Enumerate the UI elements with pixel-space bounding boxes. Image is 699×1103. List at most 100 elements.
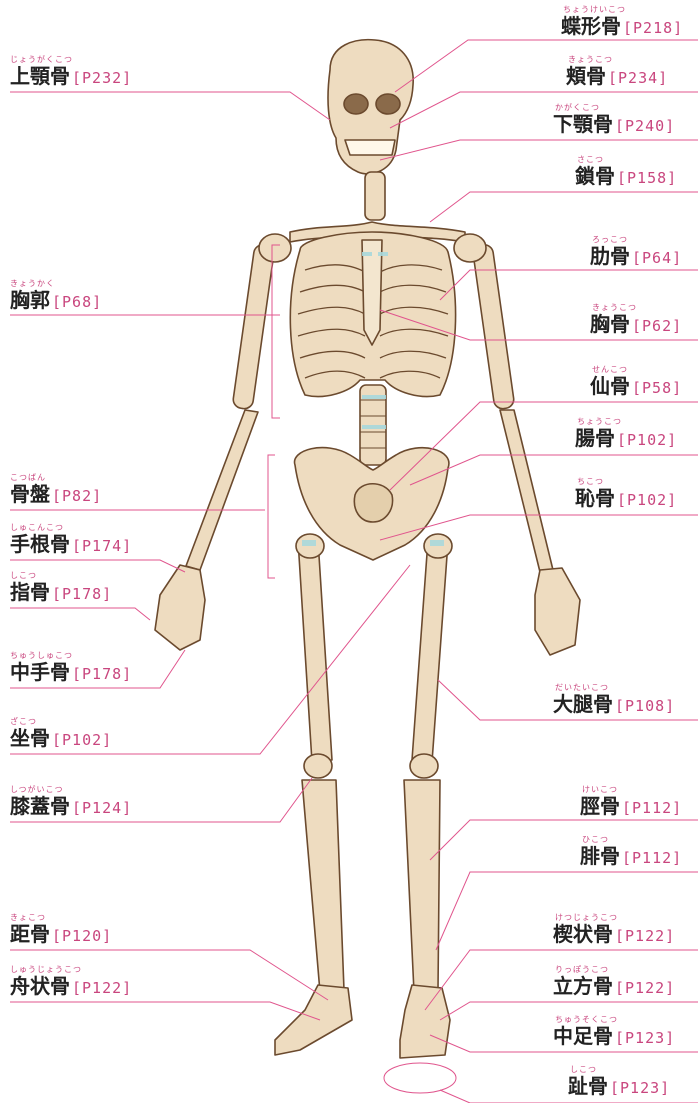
label-ruby: きょうこつ: [566, 56, 668, 64]
foot-right: [400, 985, 450, 1058]
label-ruby: しこつ: [10, 572, 112, 580]
label-sacrum[interactable]: せんこつ 仙骨[P58]: [590, 366, 682, 396]
label-cuboid[interactable]: りっぽうこつ 立方骨[P122]: [553, 966, 675, 996]
label-name: 立方骨: [553, 974, 613, 998]
label-name: 舟状骨: [10, 974, 70, 998]
label-ruby: けいこつ: [580, 786, 682, 794]
label-metacarpals[interactable]: ちゅうしゅこつ 中手骨[P178]: [10, 652, 132, 682]
label-maxilla[interactable]: じょうがくこつ 上顎骨[P232]: [10, 56, 132, 86]
label-page: [P102]: [52, 731, 112, 749]
label-name: 胸骨: [590, 312, 630, 336]
label-ruby: ちょうこつ: [575, 418, 677, 426]
label-name: 楔状骨: [553, 922, 613, 946]
label-cuneiform[interactable]: けつじょうこつ 楔状骨[P122]: [553, 914, 675, 944]
label-page: [P82]: [52, 487, 102, 505]
humerus-left: [232, 244, 275, 410]
label-sphenoid[interactable]: ちょうけいこつ 蝶形骨[P218]: [561, 6, 683, 36]
humerus-right: [472, 244, 515, 410]
label-ruby: しゅこんこつ: [10, 524, 132, 532]
label-ruby: りっぽうこつ: [553, 966, 675, 974]
lower-leg-right: [404, 780, 440, 992]
label-page: [P102]: [617, 491, 677, 509]
label-sternum[interactable]: きょうこつ 胸骨[P62]: [590, 304, 682, 334]
label-ischium[interactable]: ざこつ 坐骨[P102]: [10, 718, 112, 748]
label-ilium[interactable]: ちょうこつ 腸骨[P102]: [575, 418, 677, 448]
label-page: [P178]: [72, 665, 132, 683]
label-talus[interactable]: きょこつ 距骨[P120]: [10, 914, 112, 944]
label-navicular[interactable]: しゅうじょうこつ 舟状骨[P122]: [10, 966, 132, 996]
label-page: [P62]: [632, 317, 682, 335]
label-ruby: きょうこつ: [590, 304, 682, 312]
label-page: [P174]: [72, 537, 132, 555]
label-name: 肋骨: [590, 244, 630, 268]
label-page: [P112]: [622, 849, 682, 867]
patella-right: [410, 754, 438, 778]
label-name: 恥骨: [575, 486, 615, 510]
label-name: 頬骨: [566, 64, 606, 88]
foot-left: [275, 985, 352, 1055]
label-ruby: きょこつ: [10, 914, 112, 922]
femur-left: [298, 540, 332, 762]
label-page: [P124]: [72, 799, 132, 817]
label-metatarsals[interactable]: ちゅうそくこつ 中足骨[P123]: [553, 1016, 675, 1046]
label-tibia[interactable]: けいこつ 脛骨[P112]: [580, 786, 682, 816]
label-name: 腸骨: [575, 426, 615, 450]
label-name: 中手骨: [10, 660, 70, 684]
label-ruby: きょうかく: [10, 280, 102, 288]
label-name: 距骨: [10, 922, 50, 946]
label-name: 上顎骨: [10, 64, 70, 88]
label-name: 腓骨: [580, 844, 620, 868]
label-name: 膝蓋骨: [10, 794, 70, 818]
label-page: [P122]: [615, 979, 675, 997]
label-name: 仙骨: [590, 374, 630, 398]
label-name: 鎖骨: [575, 164, 615, 188]
label-name: 蝶形骨: [561, 14, 621, 38]
label-mandible[interactable]: かがくこつ 下顎骨[P240]: [553, 104, 675, 134]
label-ruby: ちゅうそくこつ: [553, 1016, 675, 1024]
label-ribs[interactable]: ろっこつ 肋骨[P64]: [590, 236, 682, 266]
label-page: [P178]: [52, 585, 112, 603]
label-name: 脛骨: [580, 794, 620, 818]
label-phalanges-foot[interactable]: しこつ 趾骨[P123]: [568, 1066, 670, 1096]
label-ruby: しゅうじょうこつ: [10, 966, 132, 974]
label-fibula[interactable]: ひこつ 腓骨[P112]: [580, 836, 682, 866]
cervical-spine: [365, 172, 385, 220]
label-phalanges-hand[interactable]: しこつ 指骨[P178]: [10, 572, 112, 602]
label-femur[interactable]: だいたいこつ 大腿骨[P108]: [553, 684, 675, 714]
label-pelvis[interactable]: こつばん 骨盤[P82]: [10, 474, 102, 504]
label-page: [P108]: [615, 697, 675, 715]
label-name: 胸郭: [10, 288, 50, 312]
label-thorax[interactable]: きょうかく 胸郭[P68]: [10, 280, 102, 310]
label-ruby: しこつ: [568, 1066, 670, 1074]
label-name: 指骨: [10, 580, 50, 604]
label-page: [P218]: [623, 19, 683, 37]
label-ruby: ちょうけいこつ: [561, 6, 683, 14]
label-ruby: だいたいこつ: [553, 684, 675, 692]
label-patella[interactable]: しつがいこつ 膝蓋骨[P124]: [10, 786, 132, 816]
label-ruby: けつじょうこつ: [553, 914, 675, 922]
label-name: 手根骨: [10, 532, 70, 556]
forearm-left: [186, 410, 258, 570]
label-ruby: かがくこつ: [553, 104, 675, 112]
label-zygomatic[interactable]: きょうこつ 頬骨[P234]: [566, 56, 668, 86]
label-clavicle[interactable]: さこつ 鎖骨[P158]: [575, 156, 677, 186]
label-page: [P58]: [632, 379, 682, 397]
label-pubis[interactable]: ちこつ 恥骨[P102]: [575, 478, 677, 508]
label-ruby: こつばん: [10, 474, 102, 482]
label-ruby: ひこつ: [580, 836, 682, 844]
label-ruby: ちこつ: [575, 478, 677, 486]
label-ruby: ちゅうしゅこつ: [10, 652, 132, 660]
label-name: 中足骨: [553, 1024, 613, 1048]
hand-left: [155, 565, 205, 650]
label-name: 骨盤: [10, 482, 50, 506]
label-ruby: じょうがくこつ: [10, 56, 132, 64]
label-page: [P112]: [622, 799, 682, 817]
label-ruby: ろっこつ: [590, 236, 682, 244]
label-page: [P123]: [615, 1029, 675, 1047]
patella-left: [304, 754, 332, 778]
label-ruby: しつがいこつ: [10, 786, 132, 794]
label-ruby: さこつ: [575, 156, 677, 164]
label-carpals[interactable]: しゅこんこつ 手根骨[P174]: [10, 524, 132, 554]
label-name: 趾骨: [568, 1074, 608, 1098]
